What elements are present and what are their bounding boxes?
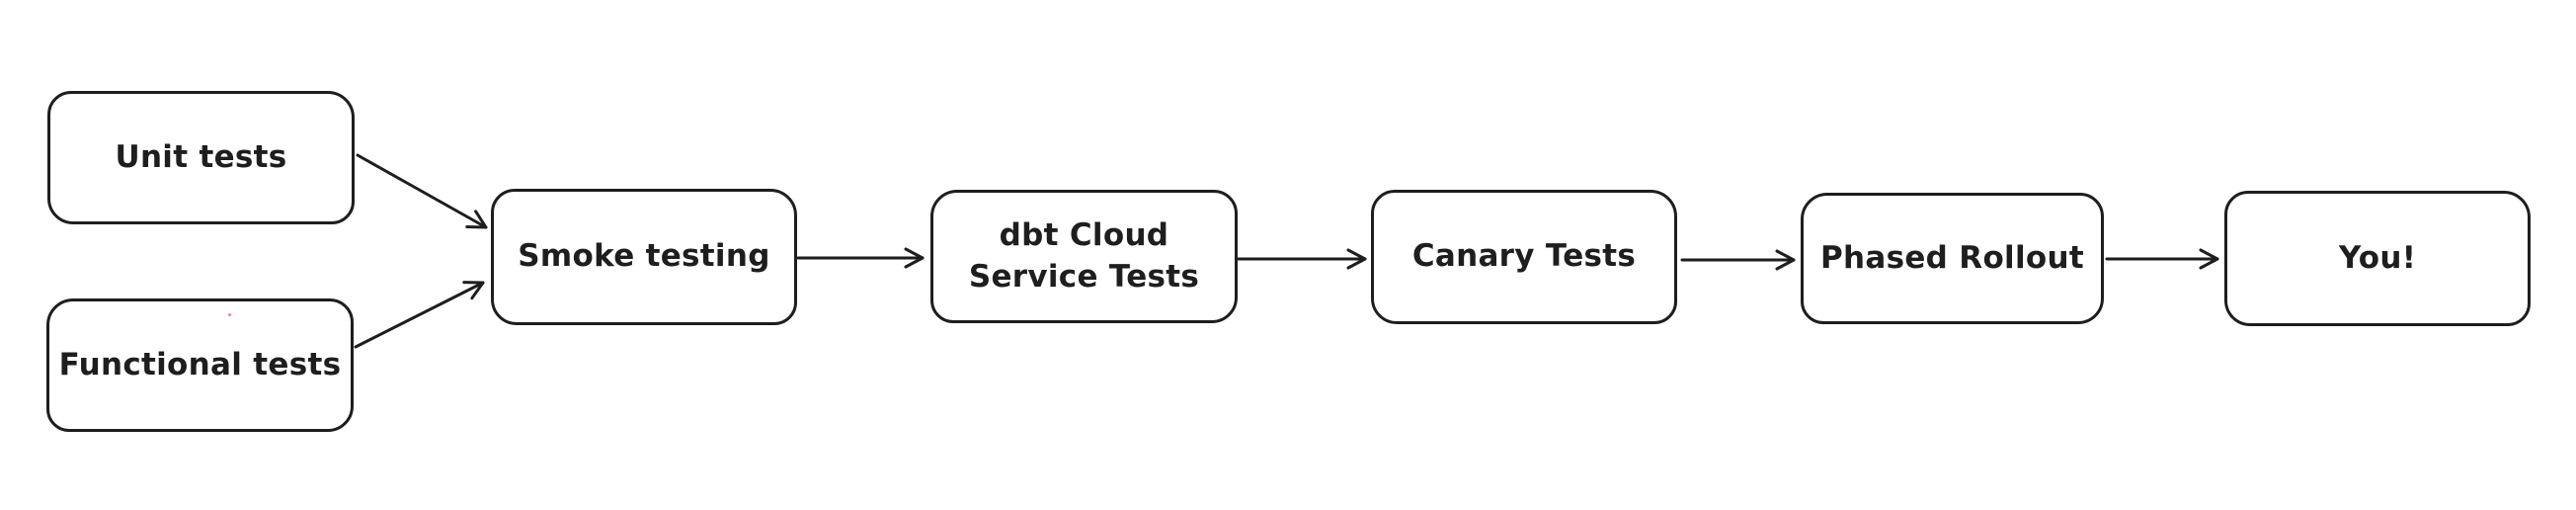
node-unit-tests: Unit tests: [47, 91, 355, 224]
node-canary-tests-label: Canary Tests: [1411, 238, 1637, 275]
node-phased-rollout: Phased Rollout: [1801, 193, 2104, 324]
node-functional-tests: Functional tests: [46, 298, 354, 432]
node-dbt-cloud-service-tests: dbt Cloud Service Tests: [930, 190, 1238, 323]
node-you-label: You!: [2338, 239, 2417, 276]
stray-red-dot: [228, 313, 231, 316]
node-phased-rollout-label: Phased Rollout: [1820, 239, 2084, 276]
arrow-unit-to-smoke: [356, 153, 488, 229]
node-functional-tests-label: Functional tests: [58, 346, 342, 382]
arrow-functional-to-smoke: [354, 281, 485, 349]
node-canary-tests: Canary Tests: [1371, 190, 1677, 324]
node-dbt-cloud-service-tests-label: dbt Cloud Service Tests: [968, 216, 1200, 295]
node-you: You!: [2224, 191, 2531, 326]
node-smoke-testing: Smoke testing: [491, 189, 797, 325]
node-smoke-testing-label: Smoke testing: [518, 238, 770, 275]
node-unit-tests-label: Unit tests: [115, 138, 287, 175]
